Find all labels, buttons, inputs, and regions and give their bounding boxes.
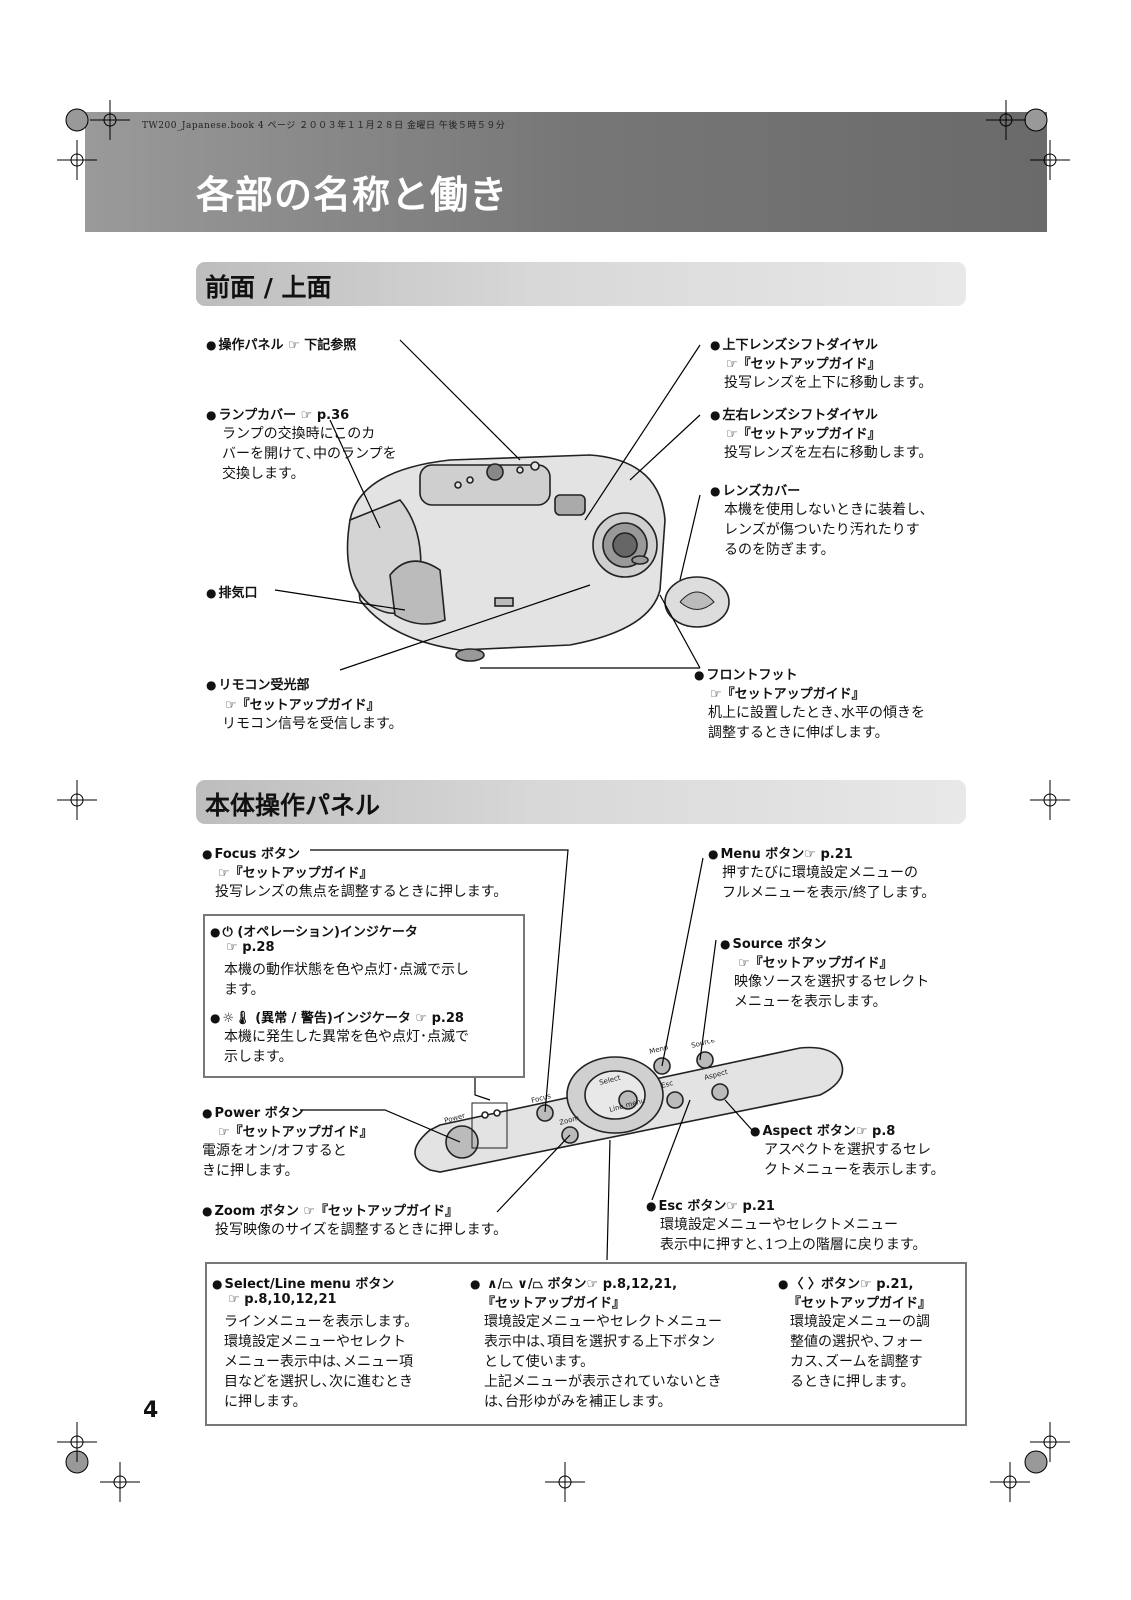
label-lamp-cover: ●ランプカバー ☞ p.36 (206, 408, 350, 423)
ref-front-foot: ☞『セットアップガイド』 (710, 687, 865, 702)
desc-lens-cover: 本機を使用しないときに装着し､ レンズが傷ついたり汚れたりす るのを防ぎます。 (724, 502, 927, 558)
ref-horizontal-lens-shift: ☞『セットアップガイド』 (726, 427, 881, 442)
left-right-icon: 〈 〉 (790, 1277, 822, 1292)
label-zoom-button: ●Zoom ボタン ☞『セットアップガイド』 (202, 1204, 459, 1219)
pointer-hand-icon: ☞ (738, 956, 750, 971)
desc-lamp-cover: ランプの交換時にこのカ バーを開けて､中のランプを 交換します。 (222, 426, 397, 482)
desc-updown-button: 環境設定メニューやセレクトメニュー 表示中は､項目を選択する上下ボタン として使… (484, 1314, 722, 1410)
desc-focus-button: 投写レンズの焦点を調整するときに押します。 (215, 884, 508, 900)
ref-select-button: ☞ p.8,10,12,21 (228, 1292, 337, 1307)
pointer-hand-icon: ☞ (226, 940, 238, 955)
label-exhaust-vent: ●排気口 (206, 586, 258, 601)
page-number: 4 (143, 1398, 159, 1423)
label-focus-button: ●Focus ボタン (202, 847, 300, 862)
label-esc-button: ●Esc ボタン☞ p.21 (646, 1199, 775, 1214)
ref2-updown-button: 『セットアップガイド』 (482, 1296, 626, 1311)
label-select-button: ●Select/Line menu ボタン (212, 1277, 395, 1292)
pointer-hand-icon: ☞ (855, 1124, 868, 1139)
down-keystone-icon: ∨/⏢ (517, 1277, 543, 1292)
desc-select-button: ラインメニューを表示します。 環境設定メニューやセレクト メニュー表示中は､メニ… (224, 1314, 419, 1410)
desc-aspect-button: アスペクトを選択するセレ クトメニューを表示します。 (764, 1142, 945, 1178)
ref-source-button: ☞『セットアップガイド』 (738, 956, 893, 971)
label-horizontal-lens-shift: ●左右レンズシフトダイヤル (710, 408, 878, 423)
ref-remote-receiver: ☞『セットアップガイド』 (225, 698, 380, 713)
pointer-hand-icon: ☞ (415, 1011, 428, 1026)
ref2-leftright-button: 『セットアップガイド』 (788, 1296, 932, 1311)
ref-focus-button: ☞『セットアップガイド』 (218, 866, 373, 881)
panel-label-source: Source (690, 1040, 715, 1050)
label-control-panel: ●操作パネル ☞ 下記参照 (206, 338, 357, 353)
pointer-hand-icon: ☞ (726, 427, 738, 442)
ref-operation-indicator: ☞ p.28 (226, 940, 275, 955)
page-title: 各部の名称と働き (196, 173, 509, 217)
up-keystone-icon: ∧/⏢ (487, 1277, 513, 1292)
desc-esc-button: 環境設定メニューやセレクトメニュー 表示中に押すと､1つ上の階層に戻ります。 (660, 1217, 927, 1253)
power-symbol-icon: ⏻ (222, 925, 233, 940)
label-updown-button: ● ∧/⏢ ∨/⏢ ボタン☞ p.8,12,21, (470, 1277, 678, 1292)
section-title-front-top: 前面 / 上面 (205, 273, 332, 302)
pointer-hand-icon: ☞ (726, 357, 738, 372)
label-warning-indicator: ●☼🌡 (異常 / 警告)インジケータ ☞ p.28 (210, 1011, 464, 1026)
print-meta: TW200_Japanese.book 4 ページ ２００３年１１月２８日 金曜… (142, 121, 506, 131)
label-front-foot: ●フロントフット (694, 668, 798, 683)
pointer-hand-icon: ☞ (710, 687, 722, 702)
label-operation-indicator: ●⏻ (オペレーション)インジケータ (210, 925, 418, 940)
control-panel-illustration: Power Focus Zoom Select Line menu Menu S… (414, 1040, 844, 1173)
desc-remote-receiver: リモコン信号を受信します。 (222, 716, 403, 732)
pointer-hand-icon: ☞ (300, 408, 313, 423)
label-power-button: ●Power ボタン (202, 1106, 304, 1121)
pointer-hand-icon: ☞ (218, 866, 230, 881)
desc-power-button: 電源をオン/オフすると きに押します。 (202, 1143, 347, 1179)
projector-illustration (346, 454, 666, 662)
label-aspect-button: ●Aspect ボタン☞ p.8 (750, 1124, 896, 1139)
pointer-hand-icon: ☞ (225, 698, 237, 713)
header-band (85, 112, 1047, 232)
lens-cover-illustration (664, 576, 730, 628)
pointer-hand-icon: ☞ (218, 1125, 230, 1140)
section-header-front-top (196, 262, 966, 306)
indicator-box (203, 914, 525, 1078)
bottom-info-box (205, 1262, 967, 1426)
label-leftright-button: ●〈 〉ボタン☞ p.21, (778, 1277, 914, 1292)
desc-horizontal-lens-shift: 投写レンズを左右に移動します。 (724, 445, 933, 461)
pointer-hand-icon: ☞ (586, 1277, 599, 1292)
label-source-button: ●Source ボタン (720, 937, 827, 952)
label-menu-button: ●Menu ボタン☞ p.21 (708, 847, 853, 862)
pointer-hand-icon: ☞ (288, 338, 300, 353)
label-remote-receiver: ●リモコン受光部 (206, 678, 310, 693)
desc-zoom-button: 投写映像のサイズを調整するときに押します。 (215, 1222, 508, 1238)
desc-source-button: 映像ソースを選択するセレクト メニューを表示します。 (734, 974, 930, 1010)
ref-vertical-lens-shift: ☞『セットアップガイド』 (726, 357, 881, 372)
desc-vertical-lens-shift: 投写レンズを上下に移動します。 (724, 375, 933, 391)
desc-menu-button: 押すたびに環境設定メニューの フルメニューを表示/終了します。 (722, 865, 936, 901)
label-lens-cover: ●レンズカバー (710, 484, 801, 499)
pointer-hand-icon: ☞ (228, 1292, 240, 1307)
desc-leftright-button: 環境設定メニューの調 整値の選択や､フォー カス､ズームを調整す るときに押しま… (790, 1314, 930, 1390)
desc-warning-indicator: 本機に発生した異常を色や点灯･点滅で 示します。 (224, 1029, 469, 1065)
section-title-control-panel: 本体操作パネル (205, 791, 381, 820)
pointer-hand-icon: ☞ (860, 1277, 872, 1292)
lamp-temp-icon: ☼🌡 (222, 1011, 251, 1026)
pointer-hand-icon: ☞ (303, 1204, 316, 1219)
pointer-hand-icon: ☞ (726, 1199, 738, 1214)
pointer-hand-icon: ☞ (804, 847, 816, 862)
desc-front-foot: 机上に設置したとき､水平の傾きを 調整するときに伸ばします。 (708, 705, 925, 741)
section-header-control-panel (196, 780, 966, 824)
ref-power-button: ☞『セットアップガイド』 (218, 1125, 373, 1140)
panel-label-esc: Esc (660, 1079, 674, 1090)
desc-operation-indicator: 本機の動作状態を色や点灯･点滅で示し ます。 (224, 962, 469, 998)
label-vertical-lens-shift: ●上下レンズシフトダイヤル (710, 338, 878, 353)
